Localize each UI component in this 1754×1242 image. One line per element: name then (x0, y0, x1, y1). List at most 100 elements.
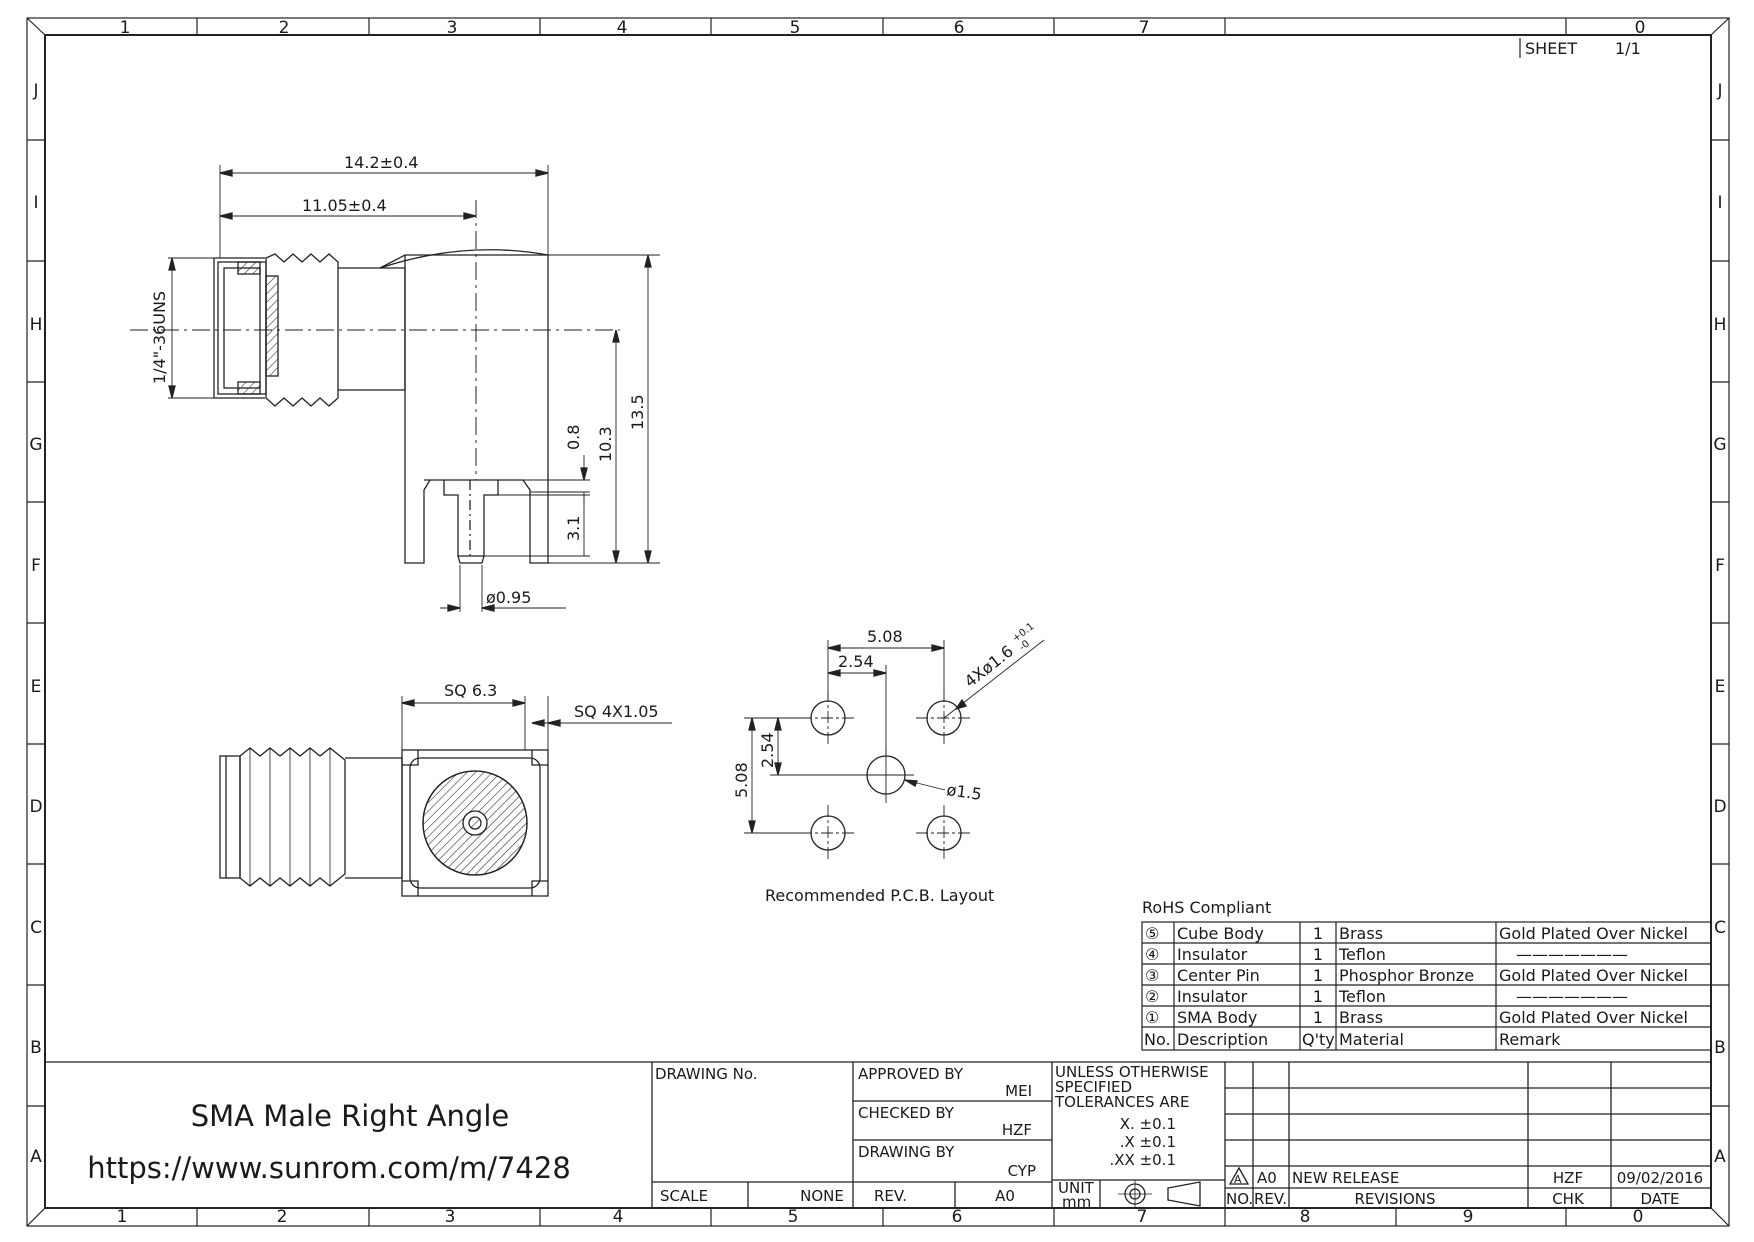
bom-no: ④ (1145, 945, 1159, 964)
row-label: C (1714, 918, 1726, 938)
bom-remark: ——————— (1516, 945, 1628, 964)
unit-label: UNIT (1058, 1179, 1095, 1197)
col-label: 6 (952, 1207, 963, 1227)
dim-center-hole: ø1.5 (945, 780, 983, 804)
bom-description: SMA Body (1177, 1008, 1257, 1027)
drawn-value: CYP (1008, 1162, 1036, 1180)
bom-material: Phosphor Bronze (1339, 966, 1474, 985)
row-label: J (1716, 81, 1722, 101)
bom-no: ⑤ (1145, 924, 1159, 943)
dim-center-height: 10.3 (596, 426, 615, 462)
bom-description: Center Pin (1177, 966, 1260, 985)
bom-material: Teflon (1338, 945, 1386, 964)
sheet-value: 1/1 (1615, 39, 1641, 58)
bom-table (1141, 921, 1712, 1051)
row-label: H (30, 315, 43, 335)
col-label: 1 (120, 18, 131, 38)
drawing-no-label: DRAWING No. (655, 1065, 758, 1083)
revision-header-desc: REVISIONS (1354, 1190, 1435, 1208)
dim-square: SQ 6.3 (444, 681, 497, 700)
dim-overall: 14.2±0.4 (344, 153, 418, 172)
dim-thread: 1/4"-36UNS (150, 291, 169, 384)
tolerance-x2: .XX ±0.1 (1109, 1151, 1176, 1169)
title-block (45, 1061, 1711, 1208)
outer-border (26, 17, 1730, 1227)
row-label: D (29, 797, 42, 817)
col-label: 2 (279, 18, 290, 38)
dim-pitch-y: 5.08 (732, 762, 751, 798)
bom-description: Insulator (1177, 987, 1248, 1006)
col-label: 8 (1300, 1207, 1311, 1227)
row-label: D (1713, 797, 1726, 817)
row-ticks (27, 139, 1729, 1107)
pcb-layout (744, 639, 1045, 861)
col-label: 0 (1633, 1207, 1644, 1227)
col-label: 4 (617, 18, 628, 38)
dim-legs: SQ 4X1.05 (574, 702, 659, 721)
col-label: 7 (1137, 1207, 1148, 1227)
row-label: J (32, 81, 38, 101)
bom-remark: Gold Plated Over Nickel (1499, 1008, 1688, 1027)
row-label: G (1713, 435, 1726, 455)
bom-material: Brass (1339, 1008, 1383, 1027)
bom-description: Insulator (1177, 945, 1248, 964)
bom-qty: 1 (1313, 987, 1323, 1006)
scale-value: NONE (800, 1187, 844, 1205)
checked-value: HZF (1002, 1121, 1032, 1139)
revision-no: A (1234, 1173, 1242, 1186)
revision-header-chk: CHK (1552, 1190, 1585, 1208)
rev-value: A0 (995, 1187, 1015, 1205)
drawn-label: DRAWING BY (858, 1143, 955, 1161)
product-name: SMA Male Right Angle (191, 1099, 510, 1133)
dim-pitch-x: 5.08 (867, 627, 903, 646)
col-label: 5 (790, 18, 801, 38)
bom-qty: 1 (1313, 1008, 1323, 1027)
dim-pin-length: 3.1 (564, 516, 583, 541)
bom-qty: 1 (1313, 945, 1323, 964)
col-label: 9 (1463, 1207, 1474, 1227)
scale-label: SCALE (660, 1187, 708, 1205)
col-label: 1 (117, 1207, 128, 1227)
tolerance-line-1: UNLESS OTHERWISE (1055, 1063, 1209, 1081)
row-label: E (31, 677, 42, 697)
row-label: I (1717, 193, 1722, 213)
approved-value: MEI (1005, 1082, 1032, 1100)
bom-no: ② (1145, 987, 1159, 1006)
bom-qty: 1 (1313, 966, 1323, 985)
pcb-caption: Recommended P.C.B. Layout (765, 886, 994, 905)
bom-remark: Gold Plated Over Nickel (1499, 924, 1688, 943)
tolerance-x: X. ±0.1 (1120, 1115, 1176, 1133)
row-label: B (1714, 1038, 1726, 1058)
col-label: 2 (277, 1207, 288, 1227)
revision-header-no: NO. (1226, 1190, 1253, 1208)
dim-pin-diameter: ø0.95 (486, 588, 531, 607)
col-label: 3 (447, 18, 458, 38)
checked-label: CHECKED BY (858, 1104, 955, 1122)
dim-outer-holes: 4Xø1.6 (961, 641, 1017, 691)
bom-title: RoHS Compliant (1142, 898, 1271, 917)
row-label: F (1715, 556, 1725, 576)
bom-description: Cube Body (1177, 924, 1264, 943)
col-label: 0 (1635, 18, 1646, 38)
tolerance-x1: .X ±0.1 (1120, 1133, 1176, 1151)
revision-header-date: DATE (1640, 1190, 1679, 1208)
approved-label: APPROVED BY (858, 1065, 964, 1083)
row-label: G (29, 435, 42, 455)
row-label: H (1714, 315, 1727, 335)
front-view (219, 696, 672, 897)
side-view (130, 165, 660, 612)
dim-half-y: 2.54 (758, 732, 777, 768)
bom-header-no: No. (1144, 1030, 1171, 1049)
top-ticks (196, 18, 1567, 35)
bom-header-qty: Q'ty (1302, 1030, 1335, 1049)
bom-no: ③ (1145, 966, 1159, 985)
bom-header-description: Description (1177, 1030, 1268, 1049)
inner-border (44, 34, 1712, 1209)
product-url[interactable]: https://www.sunrom.com/m/7428 (87, 1151, 571, 1185)
revision-rev: A0 (1257, 1169, 1277, 1187)
row-label: A (1714, 1147, 1726, 1167)
dim-height: 13.5 (628, 394, 647, 430)
unit-value: mm (1062, 1193, 1091, 1211)
col-label: 5 (788, 1207, 799, 1227)
